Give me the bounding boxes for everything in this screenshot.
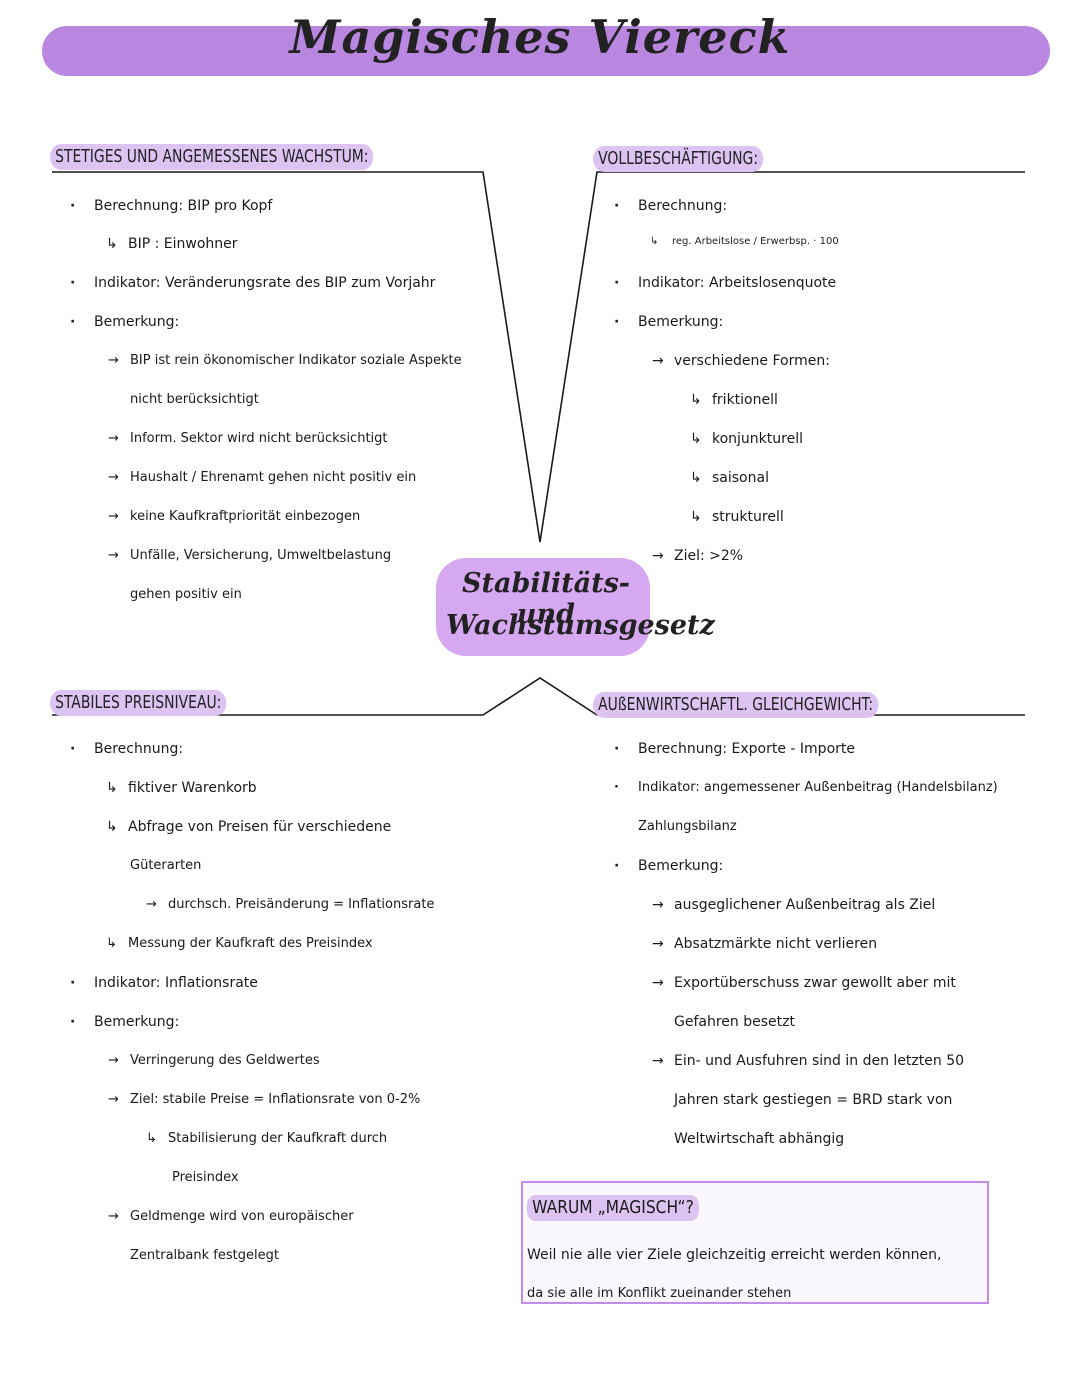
title-banner: [42, 26, 1050, 76]
list-item: Jahren stark gestiegen = BRD stark von: [674, 1092, 953, 1108]
heading-vollbeschaeftigung: VOLLBESCHÄFTIGUNG:: [593, 146, 764, 172]
list-item: →keine Kaufkraftpriorität einbezogen: [108, 509, 361, 524]
list-item: ↳strukturell: [690, 509, 784, 525]
page-title: Magisches Viereck: [289, 10, 791, 64]
magisch-text-line1: Weil nie alle vier Ziele gleichzeitig er…: [527, 1247, 942, 1263]
list-item: →Absatzmärkte nicht verlieren: [652, 936, 878, 952]
list-item: Berechnung: Exporte - Importe: [614, 741, 855, 757]
list-item: →BIP ist rein ökonomischer Indikator soz…: [108, 353, 462, 368]
list-item: →Verringerung des Geldwertes: [108, 1053, 320, 1068]
list-item: Preisindex: [172, 1170, 239, 1185]
list-item: nicht berücksichtigt: [130, 392, 259, 407]
magisch-box: WARUM „MAGISCH“? Weil nie alle vier Ziel…: [521, 1181, 989, 1304]
list-item: ↳reg. Arbeitslose / Erwerbsp. · 100: [650, 236, 839, 247]
list-item: Weltwirtschaft abhängig: [674, 1131, 845, 1147]
list-item: Bemerkung:: [70, 1014, 179, 1030]
list-item: →Unfälle, Versicherung, Umweltbelastung: [108, 548, 392, 563]
list-item: Indikator: Veränderungsrate des BIP zum …: [70, 275, 435, 291]
list-item: Gefahren besetzt: [674, 1014, 795, 1030]
list-item: ↳fiktiver Warenkorb: [106, 780, 257, 796]
list-item: ↳Stabilisierung der Kaufkraft durch: [146, 1131, 388, 1146]
heading-aussenwirtschaft: AUßENWIRTSCHAFTL. GLEICHGEWICHT:: [593, 692, 879, 718]
center-title-line1: Stabilitäts- und: [462, 568, 630, 630]
list-item: →Ziel: >2%: [652, 548, 744, 564]
list-item: →Ziel: stabile Preise = Inflationsrate v…: [108, 1092, 421, 1107]
list-item: gehen positiv ein: [130, 587, 242, 602]
list-item: →Inform. Sektor wird nicht berücksichtig…: [108, 431, 388, 446]
magisch-heading: WARUM „MAGISCH“?: [527, 1195, 699, 1221]
list-item: Zahlungsbilanz: [638, 819, 737, 834]
list-item: ↳Abfrage von Preisen für verschiedene: [106, 819, 392, 835]
magisch-text-line2: da sie alle im Konflikt zueinander stehe…: [527, 1286, 792, 1301]
list-item: ↳BIP : Einwohner: [106, 236, 238, 252]
list-item: ↳konjunkturell: [690, 431, 803, 447]
heading-wachstum: STETIGES UND ANGEMESSENES WACHSTUM:: [50, 144, 374, 170]
list-item: Indikator: Inflationsrate: [70, 975, 258, 991]
list-item: Bemerkung:: [614, 314, 723, 330]
list-item: →Geldmenge wird von europäischer: [108, 1209, 354, 1224]
center-title-line2: Wachstumsgesetz: [446, 610, 715, 641]
list-item: →verschiedene Formen:: [652, 353, 830, 369]
list-item: Berechnung:: [70, 741, 183, 757]
list-item: Indikator: Arbeitslosenquote: [614, 275, 836, 291]
list-item: Güterarten: [130, 858, 202, 873]
list-item: Zentralbank festgelegt: [130, 1248, 279, 1263]
list-item: Berechnung:: [614, 198, 727, 214]
heading-preisniveau: STABILES PREISNIVEAU:: [50, 690, 227, 716]
list-item: Berechnung: BIP pro Kopf: [70, 198, 272, 214]
list-item: ↳Messung der Kaufkraft des Preisindex: [106, 936, 373, 951]
list-item: →Exportüberschuss zwar gewollt aber mit: [652, 975, 956, 991]
list-item: Indikator: angemessener Außenbeitrag (Ha…: [614, 780, 998, 795]
list-item: Bemerkung:: [70, 314, 179, 330]
center-label-box: [436, 558, 650, 656]
list-item: →durchsch. Preisänderung = Inflationsrat…: [146, 897, 435, 912]
list-item: →Haushalt / Ehrenamt gehen nicht positiv…: [108, 470, 417, 485]
list-item: Bemerkung:: [614, 858, 723, 874]
list-item: →ausgeglichener Außenbeitrag als Ziel: [652, 897, 936, 913]
list-item: ↳saisonal: [690, 470, 769, 486]
list-item: →Ein- und Ausfuhren sind in den letzten …: [652, 1053, 965, 1069]
list-item: ↳friktionell: [690, 392, 778, 408]
